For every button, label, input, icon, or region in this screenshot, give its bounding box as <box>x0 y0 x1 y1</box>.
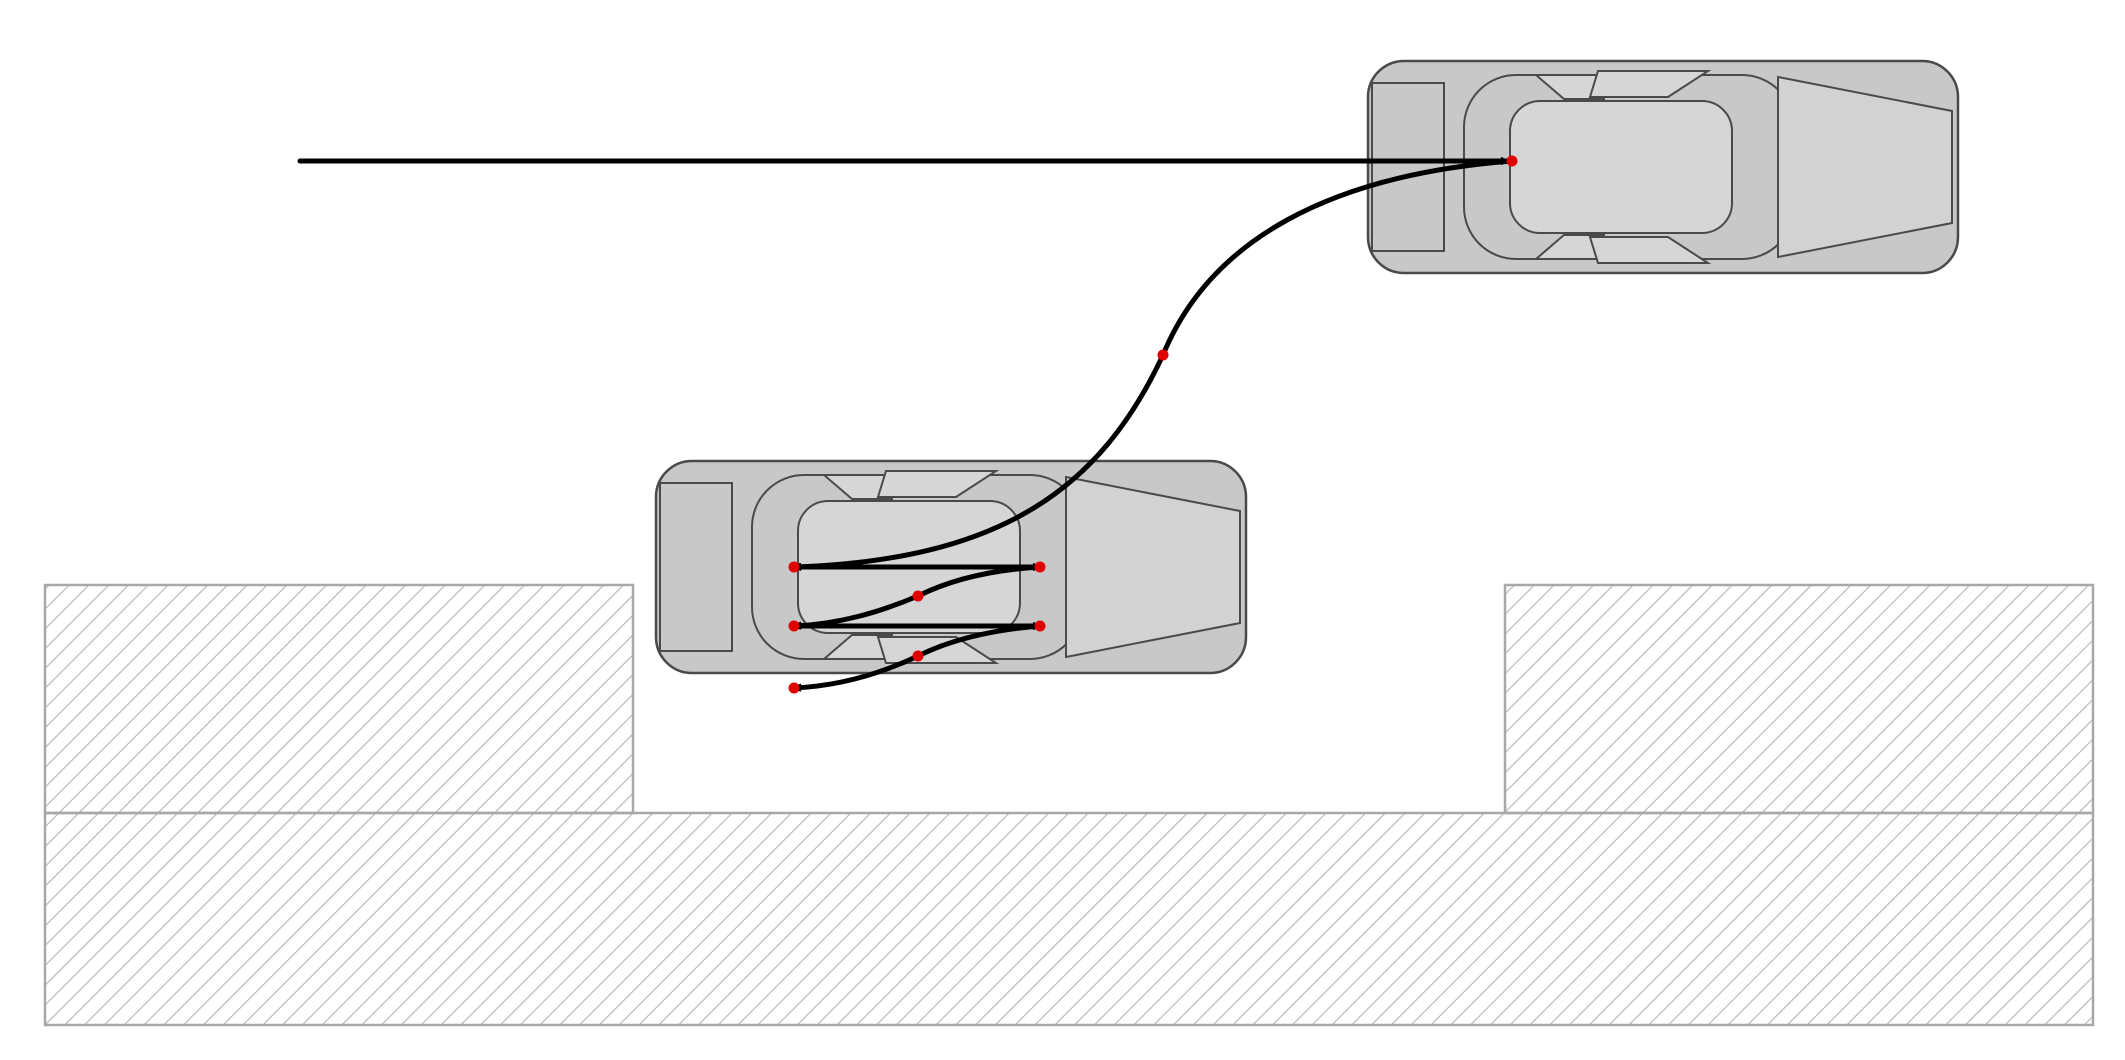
waypoint <box>1034 620 1046 632</box>
waypoint <box>1157 349 1169 361</box>
waypoints <box>788 155 1518 694</box>
waypoint <box>912 650 924 662</box>
waypoint <box>788 620 800 632</box>
obstacles <box>43 583 2095 1027</box>
curb <box>43 811 2095 1027</box>
left-parked-block <box>43 583 635 815</box>
waypoint <box>1034 561 1046 573</box>
waypoint <box>1506 155 1518 167</box>
waypoint <box>788 682 800 694</box>
waypoint <box>912 590 924 602</box>
waypoint <box>788 561 800 573</box>
right-parked-block <box>1503 583 2095 815</box>
